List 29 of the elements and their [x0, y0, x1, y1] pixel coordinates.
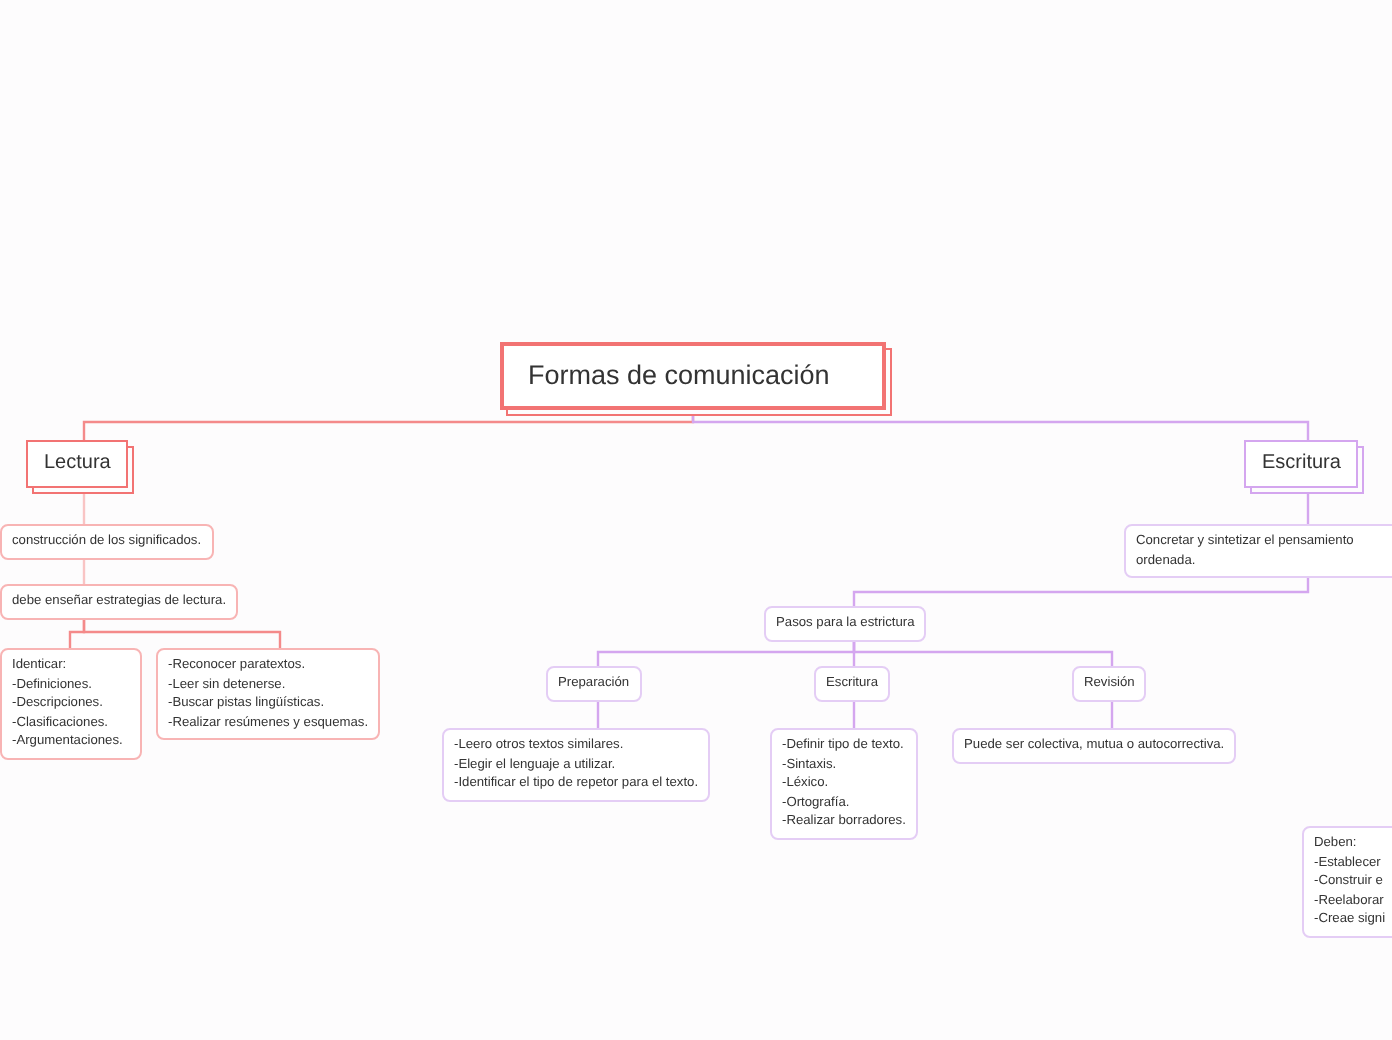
note-box	[764, 606, 927, 642]
note-box	[1124, 524, 1392, 579]
connector-line	[82, 488, 86, 524]
node-text: Lectura	[44, 452, 111, 476]
connector-line	[852, 642, 1114, 666]
node-text: Escritura	[1262, 452, 1341, 476]
note-box	[156, 648, 381, 741]
connector-line	[596, 702, 600, 728]
note-box	[1302, 826, 1392, 938]
title-box	[500, 342, 886, 411]
connector-line	[691, 410, 1310, 440]
note-box	[442, 728, 711, 802]
note-box	[814, 666, 891, 702]
note-box	[0, 648, 142, 760]
connector-line	[852, 702, 856, 728]
note-box	[0, 524, 214, 560]
note-box	[952, 728, 1237, 764]
node-text: Formas de comunicación	[528, 360, 832, 393]
note-box	[0, 584, 239, 620]
connector-line	[82, 620, 282, 648]
note-box	[770, 728, 918, 840]
note-box	[1072, 666, 1147, 702]
connector-line	[1110, 702, 1114, 728]
note-box	[546, 666, 642, 702]
connector-line	[82, 560, 86, 584]
connector-line	[852, 578, 1310, 606]
connector-line	[1306, 488, 1310, 524]
topic-box	[1244, 440, 1359, 488]
topic-box	[26, 440, 129, 488]
